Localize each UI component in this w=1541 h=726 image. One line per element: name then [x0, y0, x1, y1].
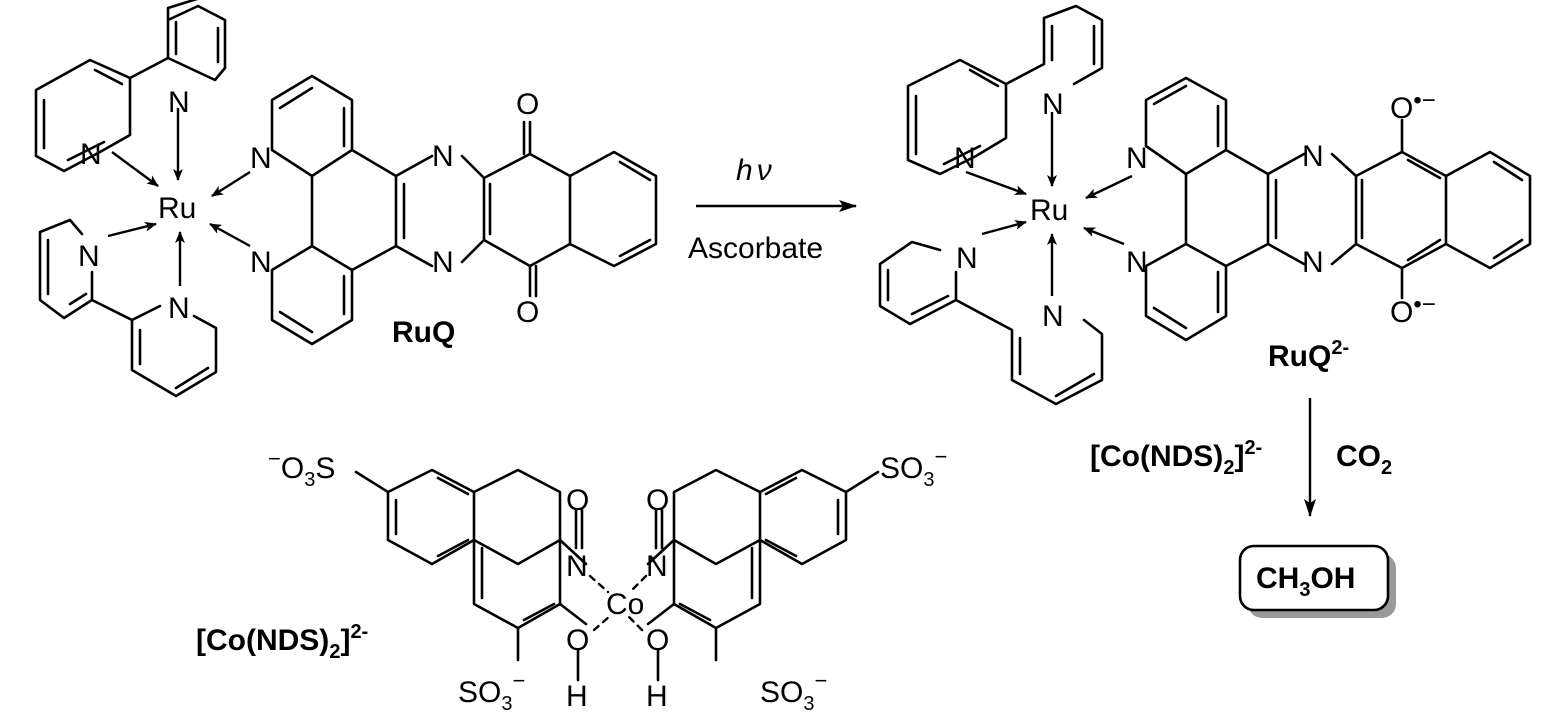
n-atom: N [566, 550, 588, 583]
o-atom: O [646, 484, 669, 517]
n-atom: N [956, 242, 978, 275]
n-atom: N [1126, 142, 1148, 175]
ruq2-label: RuQ2- [1268, 337, 1349, 373]
co-nds-label: [Co(NDS)2]2- [196, 621, 368, 663]
ruq-complex: Ru N N N N N N N N O O RuQ [34, 0, 658, 398]
ru-atom: Ru [158, 192, 196, 225]
bipyridine-top-right [906, 4, 1104, 176]
ascorbate-label: Ascorbate [688, 232, 823, 265]
co2-label: CO2 [1336, 440, 1392, 479]
ruq-label: RuQ [392, 316, 455, 349]
n-atom: N [78, 240, 100, 273]
ru-atom: Ru [1030, 194, 1068, 227]
o-atom: O [516, 296, 539, 329]
n-atom: N [1126, 246, 1148, 279]
n-atom: N [1042, 300, 1064, 333]
h-atom: H [566, 680, 588, 713]
dppz-ligand [270, 74, 658, 346]
co-nds-complex: N N O O Co O O H H −O3S SO3− SO3− SO3− [… [196, 444, 947, 715]
h-atom: H [646, 680, 668, 713]
sulfonate-bottom-right: SO3− [760, 668, 827, 715]
n-atom: N [168, 292, 190, 325]
ruq2-complex: Ru N N N N N N N N O•− O•− RuQ2- [878, 4, 1532, 406]
n-atom: N [1042, 88, 1064, 121]
sulfonate-bottom-left: SO3− [458, 668, 525, 715]
dppz-reduced-ligand [1144, 76, 1532, 342]
co-atom: Co [606, 588, 644, 621]
o-atom: O [516, 88, 539, 121]
n-atom: N [80, 138, 102, 171]
n-atom: N [954, 142, 976, 175]
n-atom: N [432, 140, 454, 173]
n-atom: N [168, 86, 190, 119]
n-atom: N [646, 550, 668, 583]
bipyridine-left [38, 218, 218, 398]
sulfonate-top-left: −O3S [268, 446, 335, 491]
o-atom: O [566, 624, 589, 657]
o-radical-bottom: O•− [1390, 291, 1436, 329]
n-atom: N [250, 246, 272, 279]
n-atom: N [1302, 140, 1324, 173]
o-atom: O [566, 484, 589, 517]
catalyst-label: [Co(NDS)2]2- [1090, 437, 1262, 479]
methanol-label: CH3OH [1256, 562, 1355, 601]
n-atom: N [432, 246, 454, 279]
o-atom: O [646, 624, 669, 657]
bipyridine-top [34, 0, 227, 173]
n-atom: N [250, 142, 272, 175]
catalysis-arrow: [Co(NDS)2]2- CO2 [1090, 398, 1392, 517]
o-radical-top: O•− [1390, 87, 1436, 125]
bipyridine-left-right [878, 240, 1104, 406]
product-box: CH3OH [1238, 544, 1396, 618]
n-atom: N [1302, 246, 1324, 279]
sulfonate-top-right: SO3− [880, 444, 947, 491]
